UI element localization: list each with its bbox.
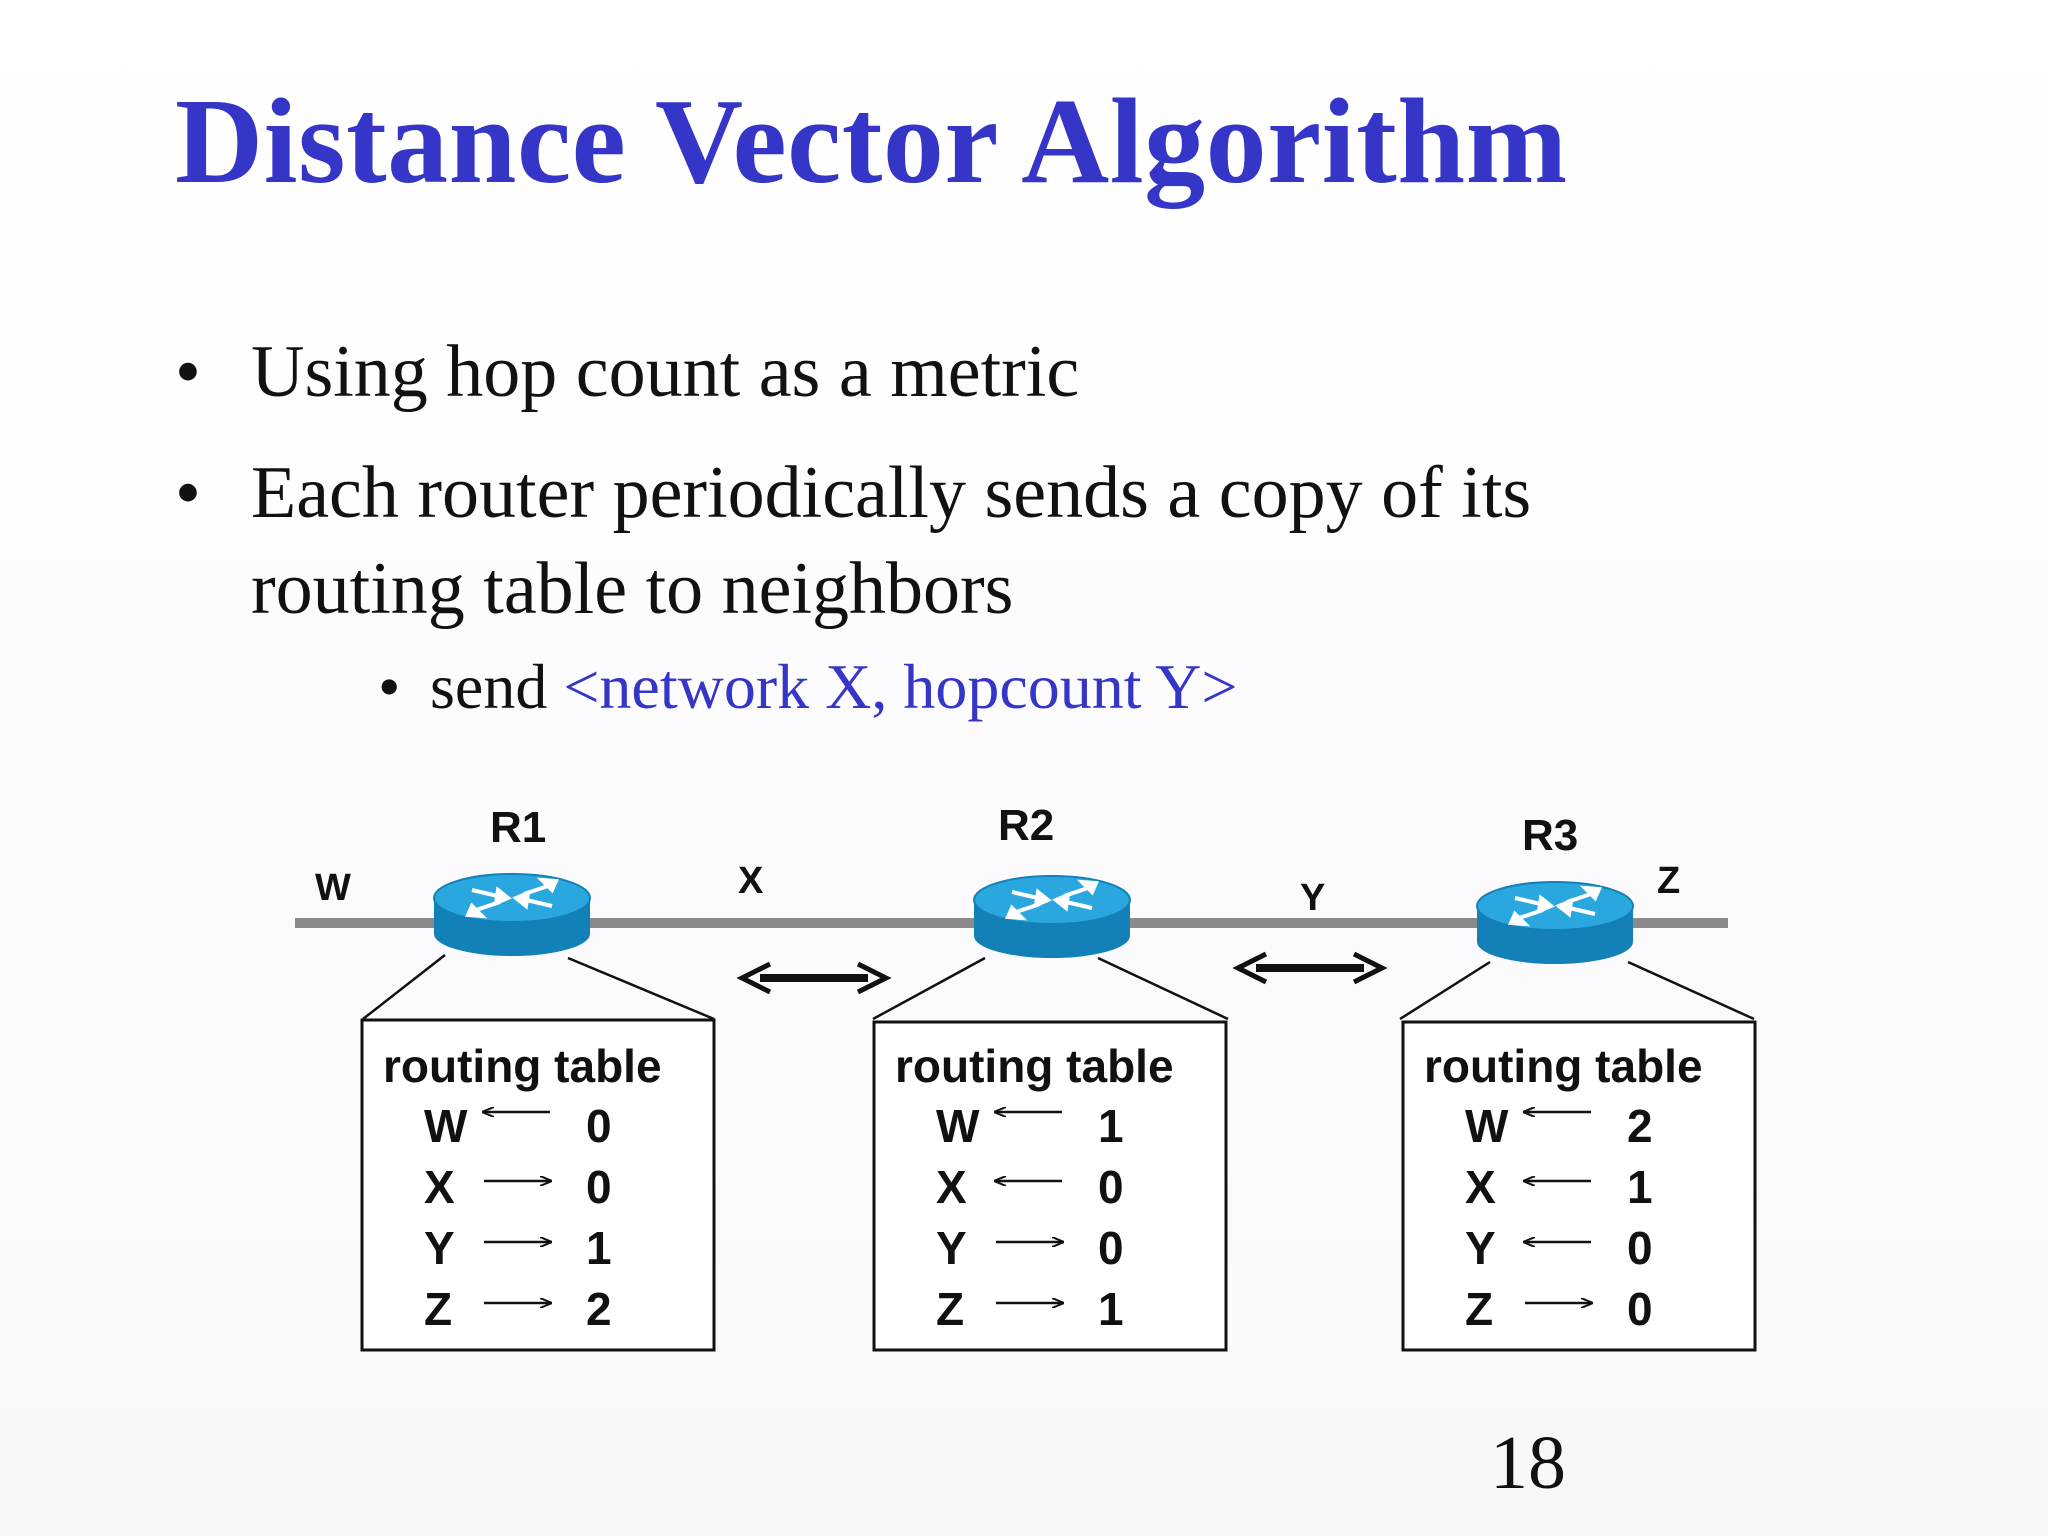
table-row-hopcount: 1 — [1098, 1100, 1124, 1152]
routing-table-r1 — [360, 1018, 716, 1352]
bullet-2-line-2: routing table to neighbors — [251, 548, 1014, 630]
table-row-network: Z — [1465, 1283, 1493, 1335]
table-row-hopcount: 1 — [1627, 1161, 1653, 1213]
table-row-hopcount: 0 — [586, 1100, 612, 1152]
table-row-hopcount: 1 — [1098, 1283, 1124, 1335]
router-r2-label: R2 — [998, 801, 1054, 850]
routing-table-r2 — [872, 1020, 1228, 1352]
table-row-hopcount: 0 — [1098, 1222, 1124, 1274]
page-number: 18 — [1490, 1421, 1566, 1505]
table-row-network: Z — [424, 1283, 452, 1335]
table-row-network: X — [936, 1161, 967, 1213]
network-label-x: X — [738, 860, 764, 902]
table-row-hopcount: 0 — [1627, 1222, 1653, 1274]
exchange-arrow-r1-r2 — [736, 961, 892, 995]
table-row-network: W — [424, 1100, 468, 1152]
table-row-hopcount: 2 — [1627, 1100, 1653, 1152]
network-label-z: Z — [1657, 860, 1680, 902]
router-r2: R2 routing table — [872, 801, 1229, 1352]
bullet-2-text: Each router periodically sends a copy of… — [251, 445, 1531, 637]
routing-table-title: routing table — [895, 1040, 1174, 1092]
router-icon — [1476, 881, 1634, 964]
exchange-arrow-r2-r3 — [1232, 951, 1388, 985]
router-r1-label: R1 — [490, 803, 546, 852]
sub-bullet-highlight: <network X, hopcount Y> — [563, 651, 1238, 722]
routing-table-r3 — [1401, 1020, 1757, 1352]
table-row-hopcount: 0 — [1627, 1283, 1653, 1335]
sub-bullet-text: send <network X, hopcount Y> — [430, 650, 1237, 724]
bullet-dot: • — [378, 651, 401, 722]
table-row-network: X — [1465, 1161, 1496, 1213]
slide-title: Distance Vector Algorithm — [175, 74, 1568, 209]
table-row-network: W — [936, 1100, 980, 1152]
routing-table-title: routing table — [1424, 1040, 1703, 1092]
table-row-network: W — [1465, 1100, 1509, 1152]
table-row-hopcount: 0 — [1098, 1161, 1124, 1213]
routing-table-title: routing table — [383, 1040, 662, 1092]
router-r3-label: R3 — [1522, 811, 1578, 860]
network-label-y: Y — [1300, 877, 1325, 919]
network-label-w: W — [315, 867, 351, 909]
table-row-network: Y — [424, 1222, 455, 1274]
bullet-dot: • — [175, 452, 201, 534]
table-row-network: Y — [1465, 1222, 1496, 1274]
table-row-hopcount: 0 — [586, 1161, 612, 1213]
table-row-hopcount: 1 — [586, 1222, 612, 1274]
router-icon — [433, 873, 591, 956]
table-row-hopcount: 2 — [586, 1283, 612, 1335]
bullet-dot: • — [175, 331, 201, 413]
router-r1: R1 routing table — [360, 803, 716, 1352]
router-icon — [973, 875, 1131, 958]
table-row-network: X — [424, 1161, 455, 1213]
bullet-2-line-1: Each router periodically sends a copy of… — [251, 452, 1532, 534]
table-row-network: Z — [936, 1283, 964, 1335]
sub-bullet-prefix: send — [430, 651, 564, 722]
router-r3: R3 routing table — [1399, 811, 1757, 1352]
bullet-1-text: Using hop count as a metric — [251, 331, 1080, 413]
table-row-network: Y — [936, 1222, 967, 1274]
